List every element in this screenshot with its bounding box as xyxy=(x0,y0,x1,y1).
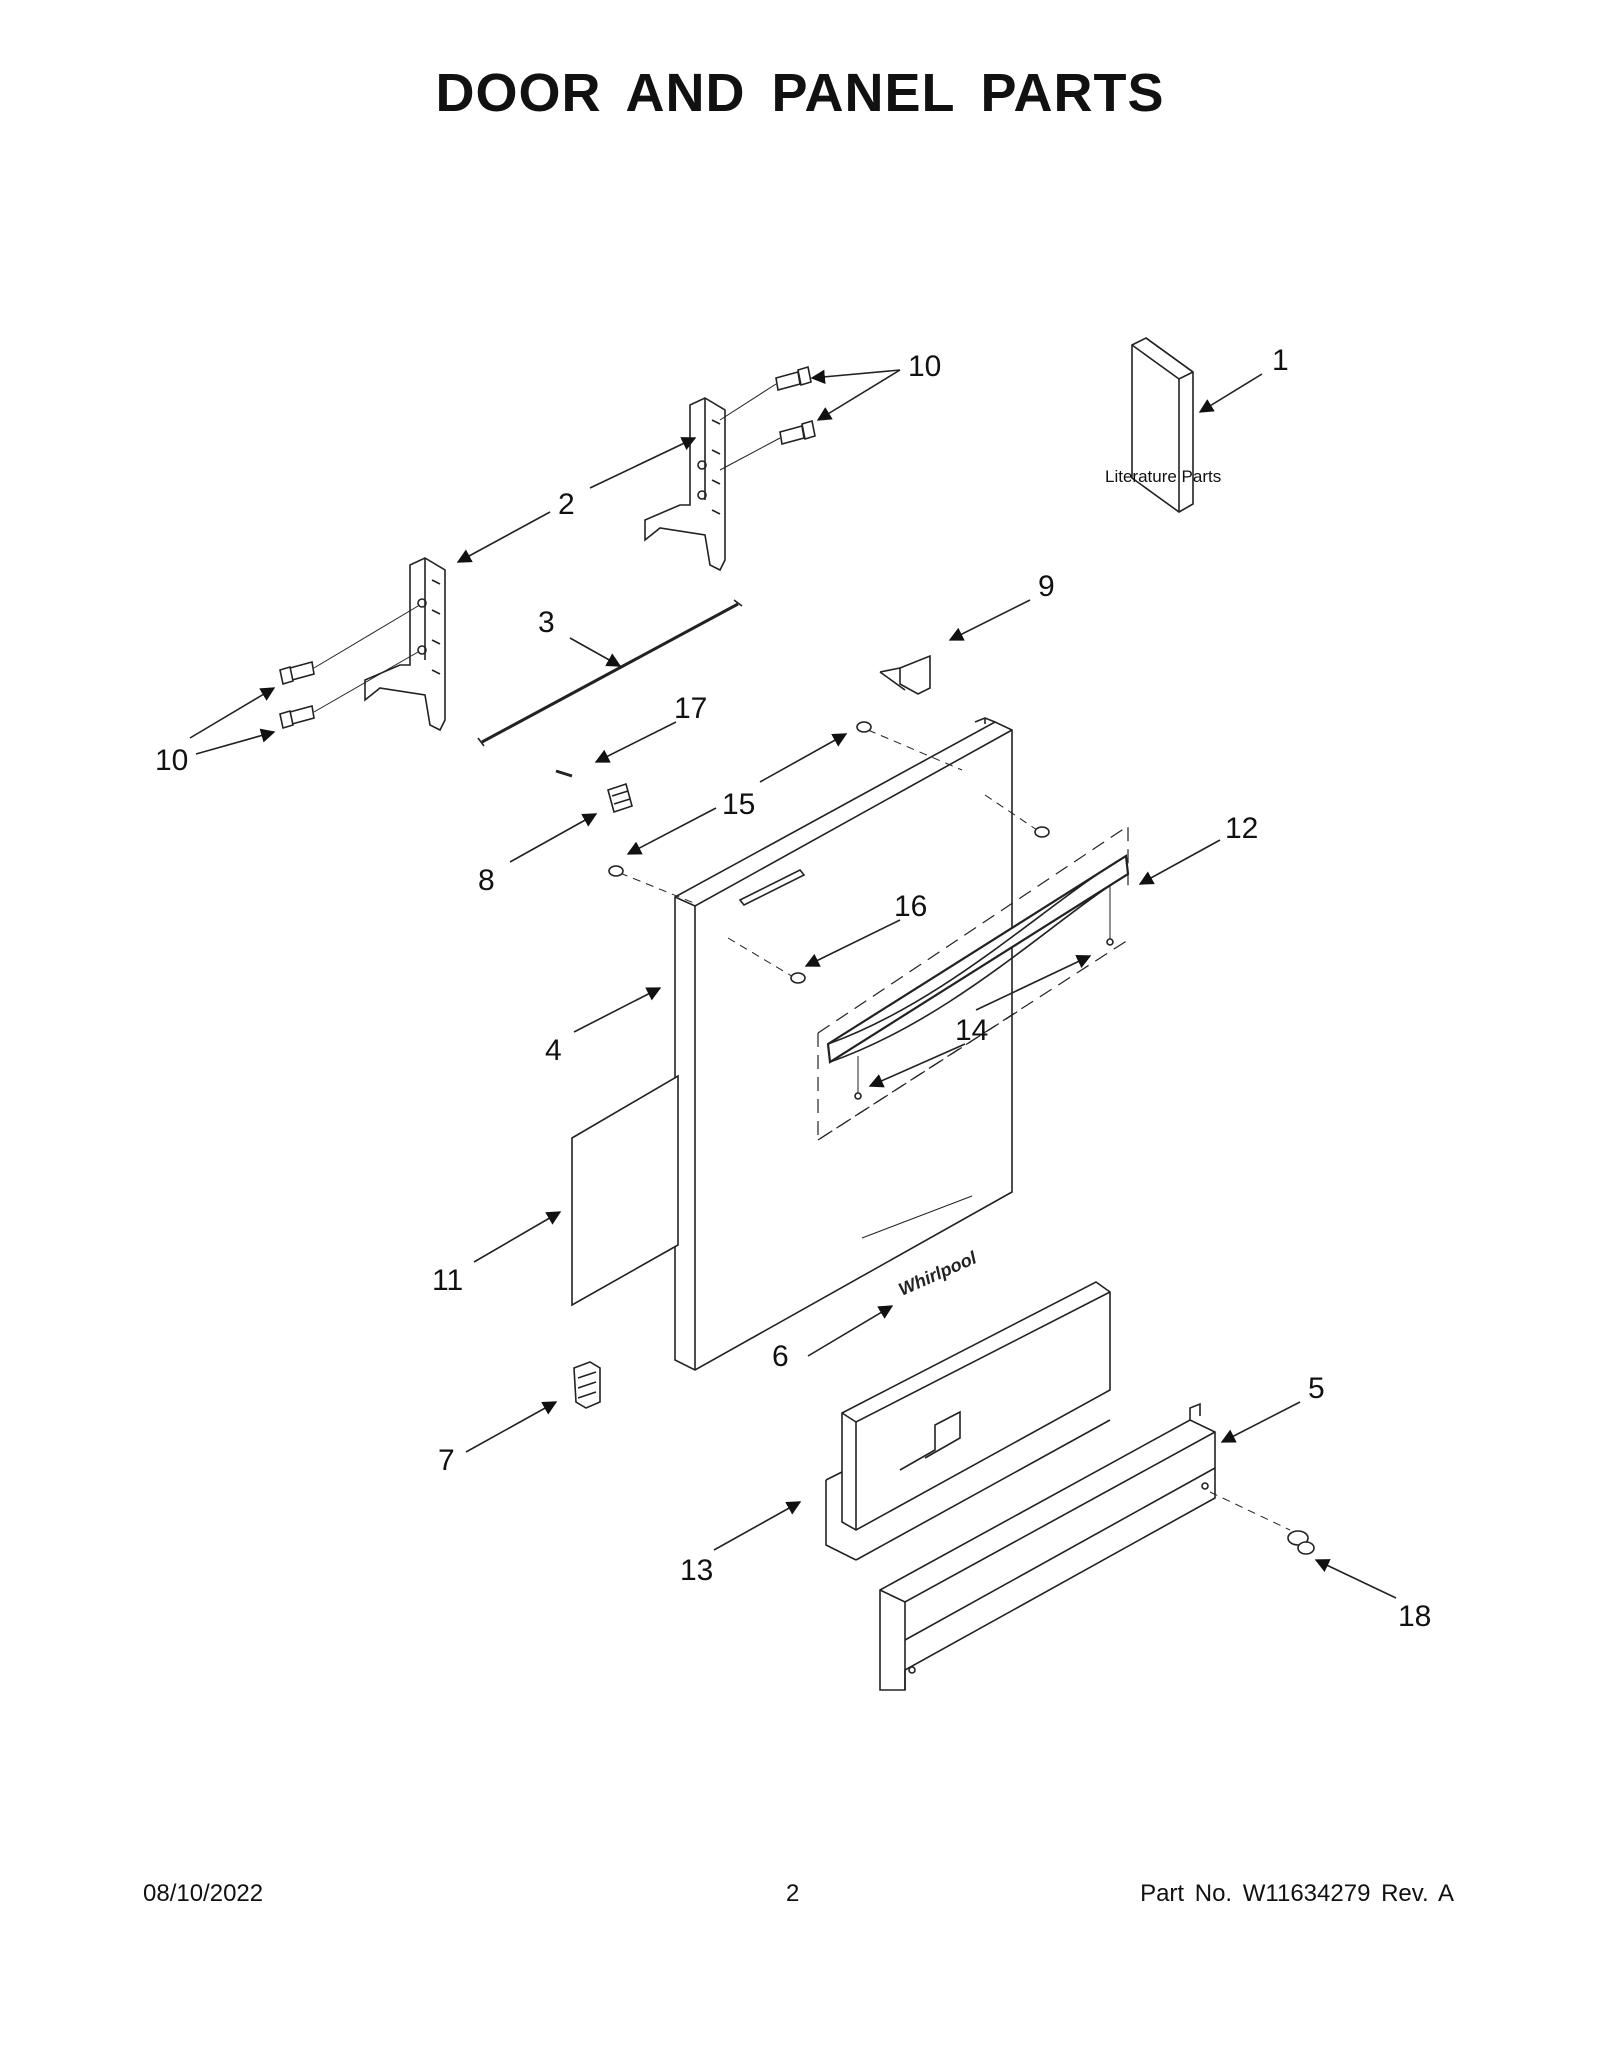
kick-plate xyxy=(879,1402,1291,1691)
door-insert xyxy=(573,1361,601,1409)
kick-plate-screw xyxy=(1287,1530,1315,1555)
literature-parts-label: Literature Parts xyxy=(1105,467,1221,486)
hinge-screw-upper-b xyxy=(719,419,816,471)
hinge-screw-lower-a xyxy=(279,605,419,686)
brand-badge xyxy=(861,1195,973,1239)
callout-10-lower: 10 xyxy=(155,744,188,777)
callout-4: 4 xyxy=(545,1034,562,1067)
alignment-lines xyxy=(619,729,1041,979)
page-title: DOOR AND PANEL PARTS xyxy=(435,63,1165,123)
callout-18: 18 xyxy=(1398,1600,1431,1633)
callout-3: 3 xyxy=(538,606,555,639)
callout-14: 14 xyxy=(955,1014,988,1047)
hinge-bracket-lower xyxy=(364,557,446,732)
panel-screw-15-upper xyxy=(856,721,872,733)
brand-badge-text: Whirlpool xyxy=(895,1247,980,1299)
handle-outline xyxy=(817,824,1129,1142)
callout-5: 5 xyxy=(1308,1372,1325,1405)
callout-13: 13 xyxy=(680,1554,713,1587)
callout-17: 17 xyxy=(674,692,707,725)
callout-7: 7 xyxy=(438,1444,455,1477)
door-rod xyxy=(477,599,743,747)
hinge-screw-upper-a xyxy=(719,365,812,421)
callout-16: 16 xyxy=(894,890,927,923)
literature-parts-booklet xyxy=(1131,337,1194,513)
leader-arrows xyxy=(189,369,1397,1599)
small-screw xyxy=(555,769,573,778)
panel-screw-15-lower xyxy=(608,865,624,877)
panel-screw-16-upper xyxy=(1034,826,1050,838)
hinge-screw-lower-b xyxy=(279,651,419,730)
toe-panel-block xyxy=(825,1281,1111,1561)
door-clip xyxy=(607,782,633,814)
callout-2: 2 xyxy=(558,488,575,521)
panel-screw-16-lower xyxy=(790,972,806,984)
callout-9: 9 xyxy=(1038,570,1055,603)
footer-page-number: 2 xyxy=(786,1880,800,1907)
footer-date: 08/10/2022 xyxy=(143,1880,264,1907)
callout-15: 15 xyxy=(722,788,755,821)
callout-8: 8 xyxy=(478,864,495,897)
callout-12: 12 xyxy=(1225,812,1258,845)
callout-10-upper: 10 xyxy=(908,350,941,383)
footer-part-number: Part No. W11634279 Rev. A xyxy=(1140,1880,1454,1907)
insulation-panel xyxy=(571,1074,679,1307)
callout-1: 1 xyxy=(1272,344,1289,377)
callout-11: 11 xyxy=(432,1264,463,1297)
callout-6: 6 xyxy=(772,1340,789,1373)
hinge-bracket-upper xyxy=(644,397,726,572)
door-latch xyxy=(879,654,931,695)
